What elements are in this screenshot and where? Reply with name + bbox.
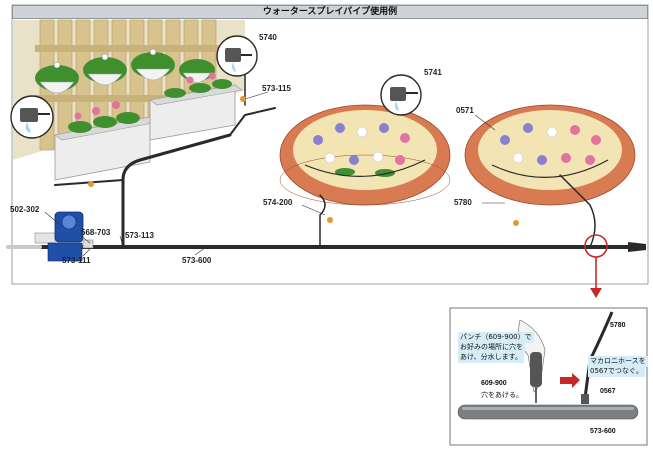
label-568-703: 568-703 <box>81 228 111 237</box>
title-bar: ウォータースプレイパイプ使用例 <box>12 5 648 19</box>
hanging-basket-2 <box>83 53 127 86</box>
label-573-113: 573-113 <box>125 231 154 240</box>
hanging-basket-1 <box>35 61 79 94</box>
fittings <box>88 96 519 226</box>
label-502-302: 502-302 <box>10 205 40 214</box>
page-title: ウォータースプレイパイプ使用例 <box>262 7 398 17</box>
brick-flower-bed-right <box>464 104 636 206</box>
macaroni-note-line-2: 0567でつなぐ。 <box>588 366 645 377</box>
label-0571: 0571 <box>456 106 474 115</box>
label-573-111: 573-111 <box>62 256 91 265</box>
brick-flower-bed-left <box>279 104 451 206</box>
label-573-600: 573-600 <box>182 256 212 265</box>
label-5741: 5741 <box>424 68 442 77</box>
hole-note: 穴をあける。 <box>481 391 523 399</box>
detail-label-0567: 0567 <box>600 388 616 395</box>
detail-label-609-900: 609-900 <box>481 380 507 387</box>
label-5740: 5740 <box>259 33 277 42</box>
detail-pipe-573-600 <box>457 404 639 420</box>
water-timer <box>34 211 94 262</box>
detail-marker <box>584 234 608 298</box>
detail-label-573-600: 573-600 <box>590 428 616 435</box>
macaroni-note-line-1: マカロニホースを <box>588 356 648 367</box>
callout-nozzle-left <box>10 95 54 139</box>
hose-end-cap <box>628 242 646 252</box>
callout-nozzle-5741 <box>380 74 422 116</box>
detail-red-arrow <box>560 373 580 388</box>
label-5780: 5780 <box>454 198 472 207</box>
punch-note-line-2: お好みの場所に穴を <box>458 342 525 353</box>
punch-note-line-1: パンチ（609-900）で <box>458 332 534 343</box>
label-574-200: 574-200 <box>263 198 293 207</box>
leader-lines <box>44 91 505 257</box>
callout-nozzle-5740 <box>216 35 258 77</box>
planter-box-left <box>54 101 159 181</box>
planter-box-right <box>149 72 243 141</box>
punch-note-line-3: あけ、分水します。 <box>458 352 524 363</box>
detail-label-5780: 5780 <box>610 322 626 329</box>
label-573-115: 573-115 <box>262 84 291 93</box>
hose-network <box>6 74 642 249</box>
hanging-basket-3 <box>131 48 175 81</box>
